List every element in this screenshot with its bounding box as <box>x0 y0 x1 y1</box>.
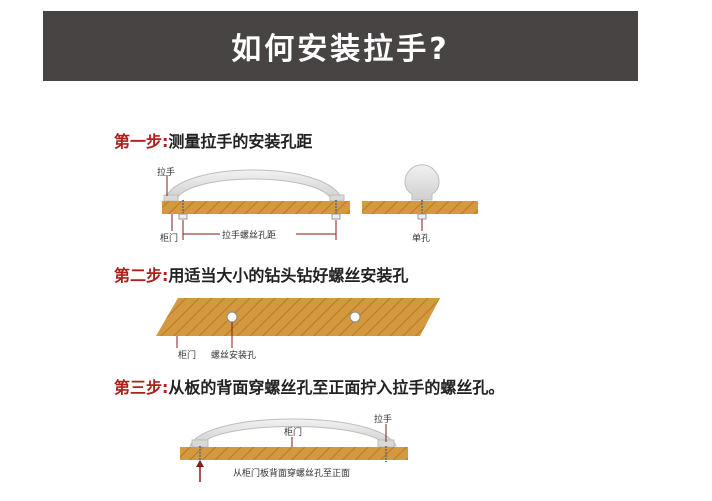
screw-head-right <box>331 213 341 220</box>
step-1-text: 测量拉手的安装孔距 <box>168 132 313 151</box>
step-3-heading: 第三步:从板的背面穿螺丝孔至正面拧入拉手的螺丝孔。 <box>114 374 504 398</box>
knob <box>404 164 440 201</box>
step-2-heading: 第二步:用适当大小的钻头钻好螺丝安装孔 <box>114 262 408 286</box>
handle-foot-left <box>163 194 179 202</box>
label-hole: 螺丝安装孔 <box>211 351 257 361</box>
step-1-knob-figure <box>362 164 478 231</box>
slanted-door-panel <box>156 298 440 336</box>
step-1-number: 第一步: <box>114 132 169 151</box>
knob-door-panel <box>362 201 478 214</box>
label-screw-through: 从柜门板背面穿螺丝孔至正面 <box>233 469 351 479</box>
label-handle-1: 拉手 <box>157 168 176 178</box>
banner-title: 如何安装拉手? <box>231 32 450 67</box>
step-3-install-figure <box>180 418 408 482</box>
installed-foot-left <box>191 439 209 448</box>
step-1-bar-handle-figure <box>162 169 350 240</box>
step-3-text: 从板的背面穿螺丝孔至正面拧入拉手的螺丝孔。 <box>168 378 505 397</box>
door-panel <box>162 201 350 214</box>
label-handle-3: 拉手 <box>374 415 393 425</box>
knob-screw-head <box>417 213 427 220</box>
drill-hole-right <box>349 311 361 323</box>
title-banner: 如何安装拉手? <box>43 11 638 81</box>
step-2-text: 用适当大小的钻头钻好螺丝安装孔 <box>168 266 409 285</box>
door-panel-3 <box>180 447 408 460</box>
screw-arrow-head <box>196 460 204 467</box>
label-door-1: 柜门 <box>160 234 179 244</box>
step-2-board-figure <box>156 298 440 348</box>
bar-handle <box>164 169 343 201</box>
step-2-number: 第二步: <box>114 266 169 285</box>
label-spacing: 拉手螺丝孔距 <box>222 231 277 241</box>
label-door-2: 柜门 <box>178 351 197 361</box>
label-door-3: 柜门 <box>284 428 303 438</box>
step-3-number: 第三步: <box>114 378 169 397</box>
step-1-heading: 第一步:测量拉手的安装孔距 <box>114 128 312 152</box>
label-single-hole: 单孔 <box>412 234 431 244</box>
drill-hole-left <box>226 311 238 323</box>
screw-head-left <box>178 213 188 220</box>
